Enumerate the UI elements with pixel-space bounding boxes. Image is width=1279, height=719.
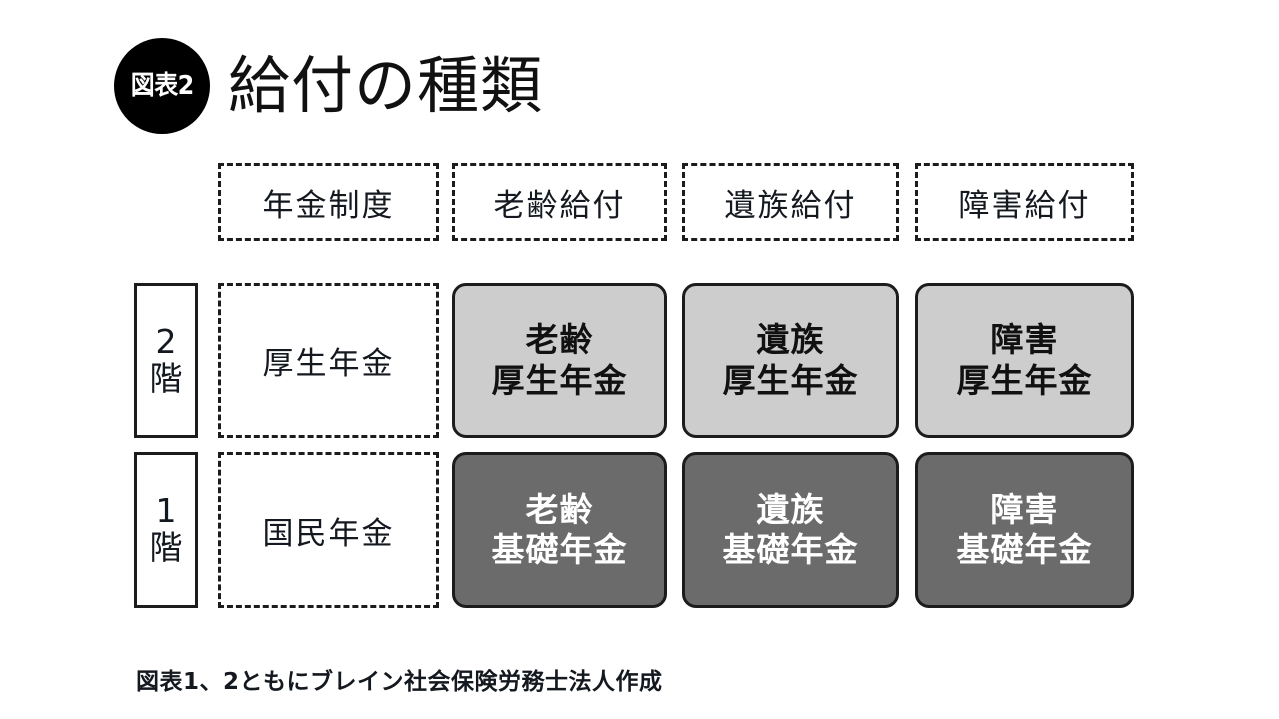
benefit-line-1: 障害 (990, 489, 1059, 529)
header-cell-oldage-benefit: 老齢給付 (452, 163, 667, 241)
figure-number-label: 図表2 (130, 71, 194, 101)
figure-number-badge: 図表2 (114, 38, 210, 134)
floor-label-tier2: 2 階 (134, 283, 198, 438)
benefit-cell-survivor-basic-pension: 遺族 基礎年金 (682, 452, 899, 608)
header-cell-pension-system: 年金制度 (218, 163, 439, 241)
benefit-line-1: 老齢 (525, 320, 594, 360)
benefit-line-2: 基礎年金 (491, 530, 628, 569)
benefit-line-1: 遺族 (756, 320, 825, 360)
benefit-line-2: 基礎年金 (956, 530, 1093, 569)
benefit-line-1: 障害 (990, 320, 1059, 360)
benefit-cell-disability-employees-pension: 障害 厚生年金 (915, 283, 1134, 438)
figure-title-block: 図表2 給付の種類 (114, 38, 543, 134)
benefit-line-2: 厚生年金 (956, 360, 1093, 400)
source-footnote: 図表1、2ともにブレイン社会保険労務士法人作成 (136, 669, 663, 695)
floor-label-tier1-unit: 階 (149, 528, 183, 567)
benefit-line-2: 厚生年金 (491, 360, 628, 400)
benefit-line-2: 基礎年金 (722, 530, 859, 569)
floor-label-tier2-unit: 階 (149, 358, 183, 398)
header-cell-disability-benefit: 障害給付 (915, 163, 1134, 241)
floor-label-tier1-number: 1 (155, 491, 177, 531)
header-cell-survivor-benefit: 遺族給付 (682, 163, 899, 241)
scheme-cell-kokumin-nenkin: 国民年金 (218, 452, 439, 608)
benefit-line-1: 遺族 (756, 489, 825, 529)
floor-label-tier1: 1 階 (134, 452, 198, 608)
scheme-cell-kosei-nenkin: 厚生年金 (218, 283, 439, 438)
benefit-cell-disability-basic-pension: 障害 基礎年金 (915, 452, 1134, 608)
benefit-cell-oldage-employees-pension: 老齢 厚生年金 (452, 283, 667, 438)
benefit-cell-oldage-basic-pension: 老齢 基礎年金 (452, 452, 667, 608)
benefit-line-1: 老齢 (525, 489, 594, 529)
benefit-cell-survivor-employees-pension: 遺族 厚生年金 (682, 283, 899, 438)
benefit-line-2: 厚生年金 (722, 360, 859, 400)
page-title: 給付の種類 (228, 49, 544, 122)
floor-label-tier2-number: 2 (155, 321, 177, 361)
